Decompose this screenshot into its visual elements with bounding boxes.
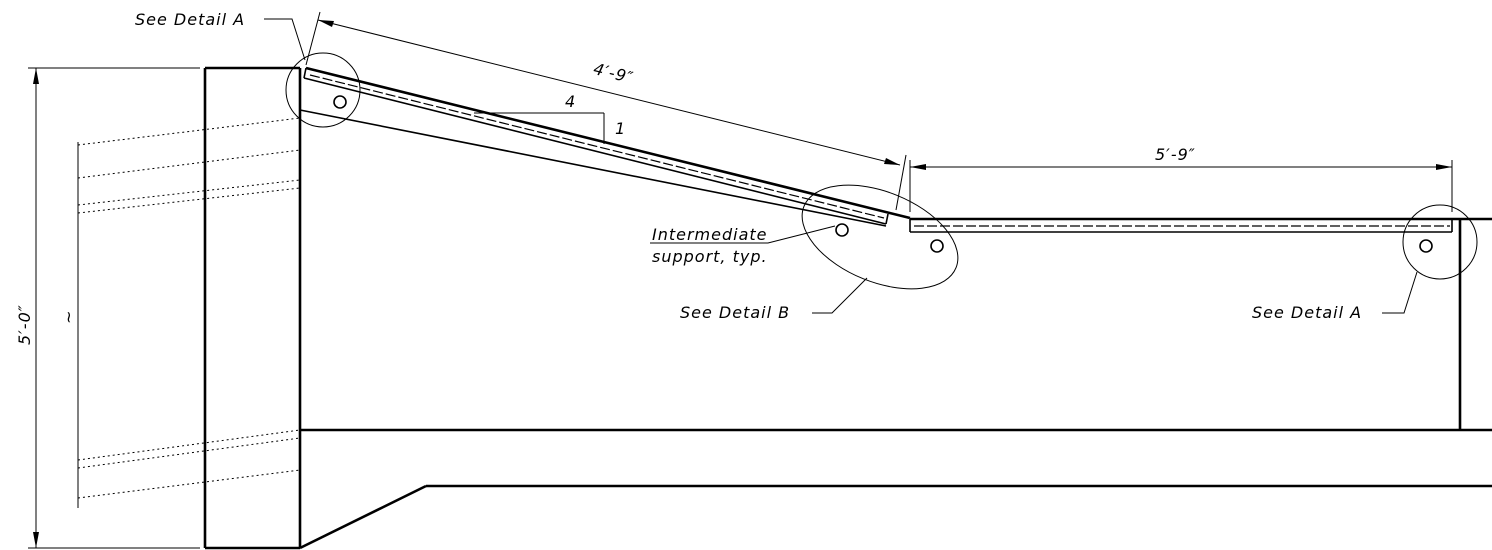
label-slope-run: 4 <box>565 92 576 111</box>
hidden-pipe-lines <box>77 117 301 508</box>
label-dim-slope-length: 4′-9″ <box>592 59 636 87</box>
break-symbol: ~ <box>59 310 78 324</box>
label-detail-a-right: See Detail A <box>1252 303 1362 322</box>
leader-intermediate <box>650 225 836 244</box>
flat-grate <box>909 217 1492 233</box>
detail-a-circle-top <box>285 52 361 128</box>
leader-detail-b <box>812 277 868 314</box>
label-dim-flat-length: 5′-9″ <box>1155 145 1196 164</box>
label-dim-height: 5′-0″ <box>15 304 34 345</box>
support-bolt <box>930 239 944 253</box>
slope-indicator <box>474 112 605 144</box>
detail-a-circle-right <box>1402 204 1478 280</box>
detail-b-ellipse <box>801 184 959 290</box>
label-intermediate-line1: Intermediate <box>652 225 768 244</box>
dim-slope <box>305 11 907 211</box>
label-intermediate-line2: support, typ. <box>652 247 768 266</box>
channel-floor <box>299 428 1492 550</box>
leader-detail-a-top <box>264 18 306 61</box>
label-detail-b: See Detail B <box>680 303 790 322</box>
support-bolt <box>333 95 347 109</box>
support-bolt <box>835 223 849 237</box>
leader-detail-a-right <box>1382 271 1418 314</box>
headwall <box>203 66 302 550</box>
support-bolt <box>1419 239 1433 253</box>
sloped-grate <box>299 66 911 227</box>
label-slope-rise: 1 <box>615 119 626 138</box>
dim-flat <box>909 160 1453 212</box>
label-detail-a-top: See Detail A <box>135 10 245 29</box>
dim-height <box>28 67 200 549</box>
